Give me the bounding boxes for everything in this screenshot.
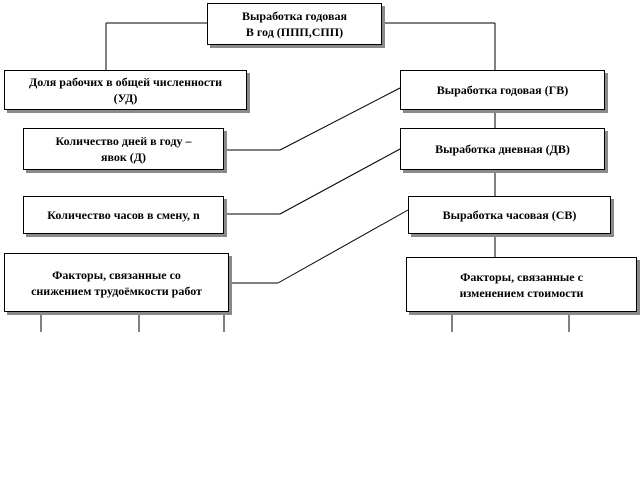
box-worker-share-line1: Доля рабочих в общей численности [28,75,223,89]
box-days-per-year-line2: явок (Д) [100,150,147,164]
box-labor-intensity-line1: Факторы, связанные со [52,267,181,282]
connector-hours-dv-diagonal [279,148,401,215]
box-labor-intensity-line2: снижением трудоёмкости работ [31,283,202,298]
box-top-annual-output: Выработка годовая В год (ППП,СПП) [207,3,382,45]
box-days-per-year: Количество дней в году – явок (Д) [23,128,224,170]
box-hours-per-shift: Количество часов в смену, n [23,196,224,234]
box-dv-line1: Выработка дневная (ДВ) [435,142,570,156]
box-hours-per-shift-line1: Количество часов в смену, n [47,208,200,222]
box-top-line2: В год (ППП,СПП) [245,25,344,39]
box-worker-share-line2: (УД) [113,91,138,105]
connector-labor-sv-diagonal [277,209,409,284]
box-hourly-output-sv: Выработка часовая (СВ) [408,196,611,234]
box-sv-line1: Выработка часовая (СВ) [442,208,577,222]
box-cost-change-line1: Факторы, связанные с [460,269,583,284]
box-cost-change-factors: Факторы, связанные с изменением стоимост… [406,257,637,312]
box-worker-share: Доля рабочих в общей численности (УД) [4,70,247,110]
box-gv-line1: Выработка годовая (ГВ) [436,83,569,97]
box-annual-output-gv: Выработка годовая (ГВ) [400,70,605,110]
box-cost-change-line2: изменением стоимости [459,285,584,300]
connector-days-gv-diagonal [279,87,401,151]
box-top-line1: Выработка годовая [242,9,347,23]
box-labor-intensity-factors: Факторы, связанные со снижением трудоёмк… [4,253,229,312]
box-daily-output-dv: Выработка дневная (ДВ) [400,128,605,170]
box-days-per-year-line1: Количество дней в году – [55,134,192,148]
